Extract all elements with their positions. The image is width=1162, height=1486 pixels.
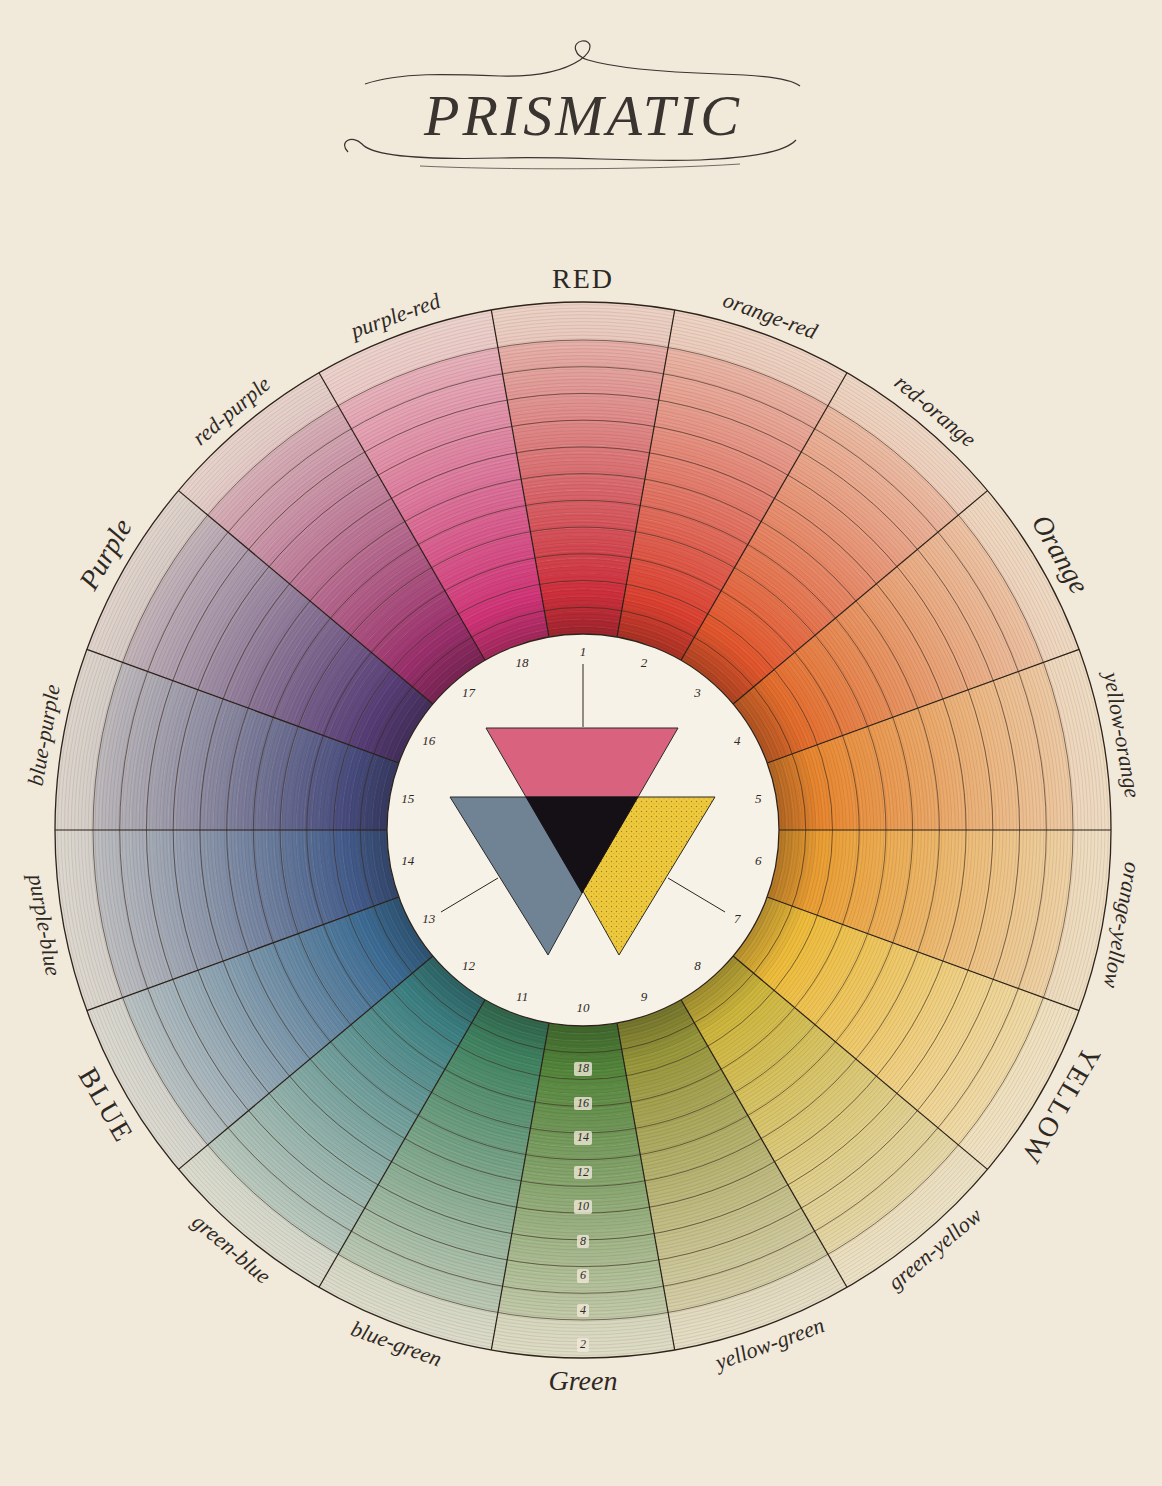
- hue-number: 9: [641, 990, 648, 1004]
- segment-line: [617, 1023, 675, 1350]
- ring-line: [307, 554, 859, 1106]
- hue-number: 4: [734, 734, 741, 748]
- scale-number: 18: [574, 1062, 592, 1075]
- flourish-line: [365, 41, 800, 86]
- segment-line: [319, 373, 485, 661]
- segment-line: [681, 373, 847, 661]
- scale-number: 8: [577, 1235, 589, 1248]
- segment-line: [681, 1000, 847, 1288]
- hue-number: 12: [462, 959, 475, 973]
- fine-ring: [343, 590, 823, 1070]
- flourish-line: [420, 164, 740, 169]
- fine-ring: [370, 617, 795, 1042]
- fine-ring: [350, 597, 816, 1063]
- segment-line: [733, 491, 987, 704]
- hue-number: 11: [516, 990, 528, 1004]
- color-wheel: [55, 302, 1111, 1358]
- hue-band: [55, 649, 94, 830]
- segment-line: [179, 956, 433, 1169]
- hue-name: Green: [549, 1366, 618, 1397]
- leader-line: [668, 878, 725, 912]
- leader-line: [441, 878, 498, 912]
- hue-number: 8: [694, 959, 701, 973]
- hue-number: 1: [580, 645, 587, 659]
- outer-circle: [55, 302, 1111, 1358]
- segment-line: [491, 310, 549, 637]
- fine-ring: [309, 556, 857, 1104]
- segment-line: [767, 897, 1079, 1011]
- fine-ring: [377, 624, 789, 1036]
- fine-ring: [374, 621, 792, 1039]
- fine-ring: [384, 631, 782, 1029]
- hue-number: 17: [462, 686, 475, 700]
- scale-number: 14: [574, 1131, 592, 1144]
- segment-line: [87, 897, 399, 1011]
- segment-line: [319, 1000, 485, 1288]
- fine-ring: [302, 549, 863, 1110]
- fine-ring: [336, 583, 829, 1076]
- scale-number: 12: [574, 1166, 592, 1179]
- segment-line: [779, 829, 1111, 830]
- segment-line: [55, 829, 387, 830]
- segment-line: [617, 310, 675, 637]
- hue-bands: [55, 302, 1111, 1358]
- scale-number: 2: [577, 1338, 589, 1351]
- segment-line: [87, 649, 399, 763]
- hue-number: 16: [422, 734, 435, 748]
- fine-ring: [330, 577, 837, 1084]
- leader-line: [583, 664, 584, 727]
- ring-line: [334, 581, 833, 1080]
- hue-number: 18: [516, 656, 529, 670]
- inner-circle: [387, 634, 779, 1026]
- fine-ring: [313, 560, 854, 1101]
- fine-ring: [360, 607, 806, 1053]
- fine-ring: [347, 594, 820, 1067]
- hue-number: 10: [577, 1001, 590, 1015]
- hue-number: 13: [422, 912, 435, 926]
- hue-band: [55, 830, 94, 1011]
- hue-number: 6: [755, 854, 762, 868]
- fine-ring: [367, 614, 799, 1046]
- fine-ring: [381, 628, 786, 1033]
- hue-number: 2: [641, 656, 648, 670]
- fine-ring: [357, 604, 809, 1056]
- primary-triangles: [387, 634, 779, 1026]
- scale-number: 10: [574, 1200, 592, 1213]
- hue-number: 5: [755, 792, 762, 806]
- fine-ring: [353, 600, 812, 1059]
- segment-line: [733, 956, 987, 1169]
- fine-ring: [316, 563, 850, 1097]
- hue-number: 7: [734, 912, 741, 926]
- ring-line: [360, 607, 805, 1052]
- segment-line: [767, 649, 1079, 763]
- title: PRISMATIC: [424, 84, 742, 148]
- fine-ring: [326, 573, 840, 1087]
- fine-ring: [364, 611, 803, 1050]
- title-flourish: [345, 41, 800, 169]
- fine-ring: [323, 570, 843, 1090]
- hue-number: 15: [401, 792, 414, 806]
- scale-number: 16: [574, 1097, 592, 1110]
- scale-number: 4: [577, 1304, 589, 1317]
- hue-name: RED: [552, 264, 614, 295]
- segment-lines: [55, 310, 1111, 1350]
- segment-line: [491, 1023, 549, 1350]
- segment-line: [179, 491, 433, 704]
- hue-number: 3: [694, 686, 701, 700]
- scale-number: 6: [577, 1269, 589, 1282]
- hue-number: 14: [401, 854, 414, 868]
- black-overlap: [526, 797, 638, 893]
- fine-ring: [319, 566, 846, 1093]
- fine-ring: [340, 587, 826, 1073]
- fine-ring: [333, 580, 833, 1080]
- red-triangle: [486, 728, 678, 797]
- fine-ring: [306, 553, 860, 1107]
